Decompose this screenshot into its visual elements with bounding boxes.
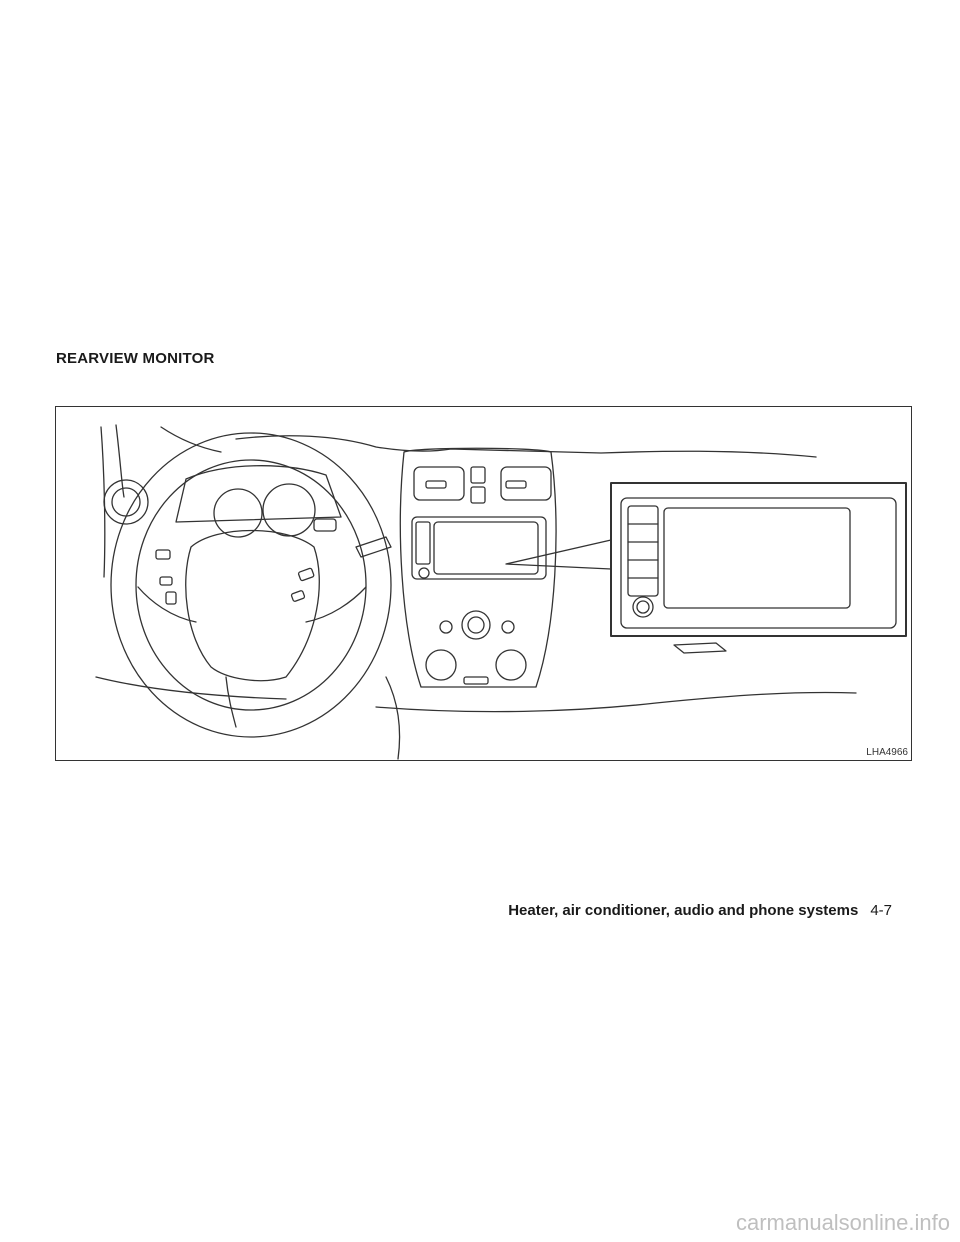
zoom-volume-knob-outer [632,596,654,618]
door-line-lower [385,676,401,760]
turn-signal-stalk [355,536,392,558]
figure-code: LHA4966 [866,747,908,758]
climate-button-right [501,620,515,634]
zoom-volume-knob-inner [636,600,650,614]
left-vent-outer [103,479,149,525]
speedometer [262,483,316,537]
page-footer: Heater, air conditioner, audio and phone… [508,902,892,919]
climate-center-knob [461,610,491,640]
vent-knob-left [425,480,447,489]
vent-knob-right [505,480,527,489]
wheel-switch-left-2 [159,576,173,586]
climate-button-left [439,620,453,634]
left-vent-inner [111,487,141,517]
windshield-pillar-left-2 [115,424,125,498]
zoom-callout-frame [610,482,907,637]
audio-knob-small [418,567,430,579]
windshield-edge [160,426,222,453]
zoom-button-column [627,505,659,597]
center-vent-left [413,466,465,501]
wheel-switch-left-1 [155,549,171,560]
steering-wheel-outer [110,432,392,738]
tachometer [213,488,263,538]
center-stack [399,447,557,688]
spoke-left [137,586,197,623]
climate-slider [463,676,489,685]
footer-chapter-title: Heater, air conditioner, audio and phone… [508,902,859,919]
dashboard-drawing [95,424,907,760]
center-button [470,486,486,504]
audio-buttons-small [415,521,431,565]
cluster-display [313,518,337,532]
audio-unit-small [411,516,547,580]
spoke-bottom [225,676,237,728]
climate-knob-left [425,649,457,681]
steering-airbag [185,529,320,682]
dashboard-top-line [235,435,817,458]
wheel-switch-right-2 [290,590,306,602]
zoom-display-bezel [620,497,897,629]
climate-center-knob-inner [467,616,485,634]
wheel-switch-left-3 [165,591,177,605]
door-line [95,676,287,700]
zoom-display-screen [663,507,851,609]
section-title: REARVIEW MONITOR [56,350,215,367]
watermark: carmanualsonline.info [735,1210,950,1235]
audio-screen-small [433,521,539,575]
dashboard-illustration: LHA4966 [55,406,912,761]
dashboard-lower-line [375,691,857,713]
steering-wheel-inner [135,459,367,711]
hazard-button [470,466,486,484]
callout-pointer [505,539,612,570]
cluster-hood [175,465,342,523]
wheel-switch-right-1 [297,567,315,582]
glovebox-handle [673,642,727,654]
spoke-right [305,586,367,623]
center-vent-right [500,466,552,501]
footer-page-number: 4-7 [870,902,892,919]
climate-knob-right [495,649,527,681]
